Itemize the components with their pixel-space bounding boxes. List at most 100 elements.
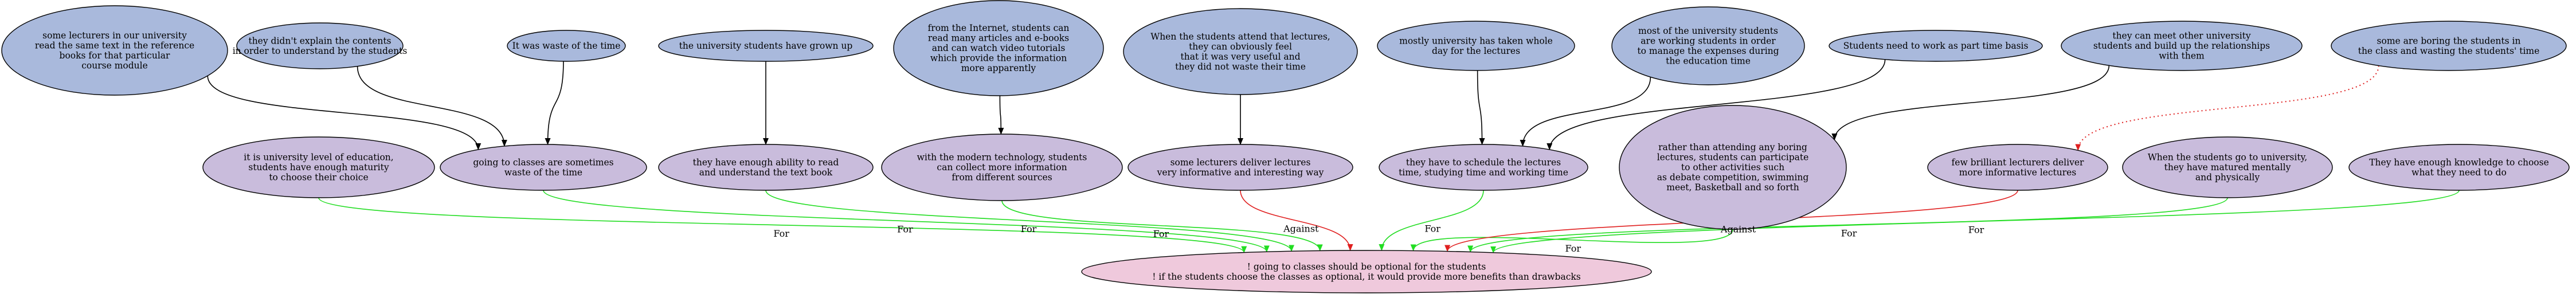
premise-node-p6: When the students attend that lectures,t…: [1123, 8, 1358, 95]
argument-ellipse-a3: [658, 144, 874, 191]
edge-label-a9: For: [1841, 228, 1857, 238]
edge-label-a6: For: [1424, 224, 1440, 234]
premise-ellipse-p11: [2331, 21, 2567, 71]
premise-text-line: read many articles and e-books: [928, 33, 1069, 44]
argument-text-line: lectures, students can participate: [1657, 152, 1809, 163]
argument-text-line: they have matured mentally: [2164, 162, 2291, 173]
argument-ellipse-a2: [440, 144, 647, 191]
premise-text-line: they didn't explain the contents: [248, 36, 391, 46]
argument-node-a10: They have enough knowledge to choosewhat…: [2348, 144, 2570, 191]
conclusion-edge-a10: [1490, 190, 2460, 253]
premise-text-line: the university students have grown up: [679, 41, 853, 51]
argument-text-line: and understand the text book: [699, 167, 833, 178]
conclusion-edge-a6: [1379, 190, 1484, 252]
support-edge-p8-a6: [1520, 77, 1651, 147]
argument-text-line: students have enough maturity: [248, 162, 389, 173]
premise-text-line: more apparently: [961, 63, 1036, 73]
premise-ellipse-p6: [1123, 8, 1358, 95]
premise-text-line: the education time: [1666, 56, 1751, 66]
argument-ellipse-a10: [2348, 144, 2570, 191]
argument-text-line: few brilliant lecturers deliver: [1952, 157, 2084, 167]
argument-text-line: rather than attending any boring: [1658, 142, 1807, 152]
premise-node-p4: the university students have grown up: [658, 30, 874, 62]
support-edge-p5-a4: [998, 95, 1004, 135]
premise-ellipse-p5: [893, 0, 1104, 96]
premise-text-line: Students need to work as part time basis: [1843, 41, 2029, 51]
argument-text-line: from different sources: [952, 173, 1052, 183]
argument-ellipse-a9: [2122, 136, 2333, 198]
conclusion-ellipse-c: [1081, 250, 1652, 293]
conclusion-edge-a1: [318, 197, 1247, 253]
argument-ellipse-a8: [1927, 144, 2108, 191]
argument-text-line: as debate competition, swimming: [1657, 173, 1809, 183]
argument-ellipse-a6: [1379, 144, 1588, 191]
premise-text-line: day for the lectures: [1432, 46, 1520, 56]
edge-label-a2: For: [897, 224, 913, 235]
support-edge-p9-a6: [1547, 59, 1886, 151]
premise-text-line: and can watch video tutorials: [932, 43, 1066, 53]
premise-text-line: the class and wasting the students' time: [2358, 46, 2540, 56]
premise-ellipse-p10: [2061, 21, 2303, 71]
argument-node-a6: they have to schedule the lecturestime, …: [1379, 144, 1588, 191]
argument-ellipse-a7: [1619, 105, 1847, 230]
premise-text-line: most of the university students: [1638, 26, 1778, 36]
edge-label-a1: For: [773, 228, 789, 239]
premise-ellipse-p1: [1, 5, 228, 96]
premise-ellipse-p8: [1611, 6, 1805, 85]
premise-text-line: course module: [81, 60, 148, 70]
conclusion-node-c: ! going to classes should be optional fo…: [1081, 250, 1652, 293]
premise-ellipse-p4: [658, 30, 874, 62]
support-edge-p7-a6: [1477, 70, 1485, 146]
argument-text-line: very informative and interesting way: [1157, 167, 1324, 178]
support-edge-p10-a7: [1831, 65, 2110, 140]
argument-text-line: they have enough ability to read: [693, 157, 839, 167]
argument-text-line: going to classes are sometimes: [473, 157, 613, 167]
argument-ellipse-a1: [202, 136, 435, 198]
premise-text-line: are working students in order: [1641, 36, 1776, 46]
support-edge-p1-a2: [207, 76, 481, 150]
argument-text-line: it is university level of education,: [244, 152, 393, 163]
premise-text-line: in order to understand by the students: [233, 46, 408, 56]
argument-text-line: They have enough knowledge to choose: [2369, 157, 2549, 167]
edge-label-a5: Against: [1283, 224, 1319, 234]
support-edge-p3-a2: [545, 61, 564, 146]
premise-text-line: to manage the expenses during: [1637, 46, 1779, 56]
conclusion-edge-a7: [1410, 229, 1733, 252]
conclusion-text-line: ! going to classes should be optional fo…: [1247, 261, 1486, 272]
argument-text-line: meet, Basketball and so forth: [1666, 182, 1799, 193]
support-edge-p2-a2: [357, 66, 507, 147]
argument-text-line: waste of the time: [504, 167, 582, 178]
argument-ellipse-a4: [881, 134, 1123, 201]
argument-text-line: can collect more information: [937, 162, 1067, 173]
premise-node-p3: It was waste of the time: [507, 30, 626, 62]
premise-text-line: with them: [2159, 51, 2205, 61]
argument-text-line: to choose their choice: [269, 173, 368, 183]
premise-ellipse-p7: [1377, 21, 1575, 71]
argument-node-a4: with the modern technology, studentscan …: [881, 134, 1123, 201]
argument-text-line: time, studying time and working time: [1399, 167, 1568, 178]
argument-text-line: what they need to do: [2411, 167, 2507, 178]
argument-text-line: to other activities such: [1681, 162, 1784, 173]
conclusion-edge-a9: [1467, 197, 2228, 253]
premise-text-line: they can obviously feel: [1189, 41, 1292, 52]
argument-node-a9: When the students go to university,they …: [2122, 136, 2333, 198]
argument-text-line: they have to schedule the lectures: [1406, 157, 1561, 167]
premise-text-line: from the Internet, students can: [928, 23, 1070, 33]
premise-ellipse-p3: [507, 30, 626, 62]
premise-text-line: read the same text in the reference: [35, 40, 194, 50]
premise-ellipse-p9: [1829, 30, 2043, 62]
premise-text-line: some are boring the students in: [2377, 36, 2521, 46]
premise-text-line: they did not waste their time: [1175, 61, 1306, 72]
premise-text-line: books for that particular: [60, 50, 170, 61]
